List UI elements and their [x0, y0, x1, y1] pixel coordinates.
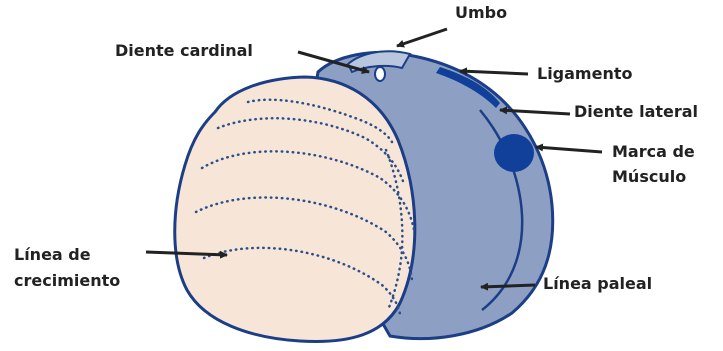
- label-umbo: Umbo: [455, 2, 507, 24]
- arrow-linea-paleal: [481, 285, 535, 287]
- arrow-marca-musculo: [536, 147, 602, 152]
- label-marca-musculo-2: Músculo: [612, 166, 686, 188]
- cardinal-tooth: [375, 67, 385, 81]
- arrow-ligamento: [460, 71, 528, 74]
- label-linea-crecimiento-1: Línea de: [14, 244, 91, 266]
- muscle-scar: [494, 134, 534, 172]
- label-ligamento: Ligamento: [537, 63, 632, 85]
- shell-exterior-valve: [175, 77, 415, 342]
- label-diente-cardinal: Diente cardinal: [115, 40, 253, 62]
- arrow-umbo: [397, 29, 447, 46]
- label-diente-lateral: Diente lateral: [574, 101, 698, 123]
- label-linea-crecimiento-2: crecimiento: [14, 270, 120, 292]
- label-marca-musculo-1: Marca de: [612, 141, 695, 163]
- label-linea-paleal: Línea paleal: [543, 273, 652, 295]
